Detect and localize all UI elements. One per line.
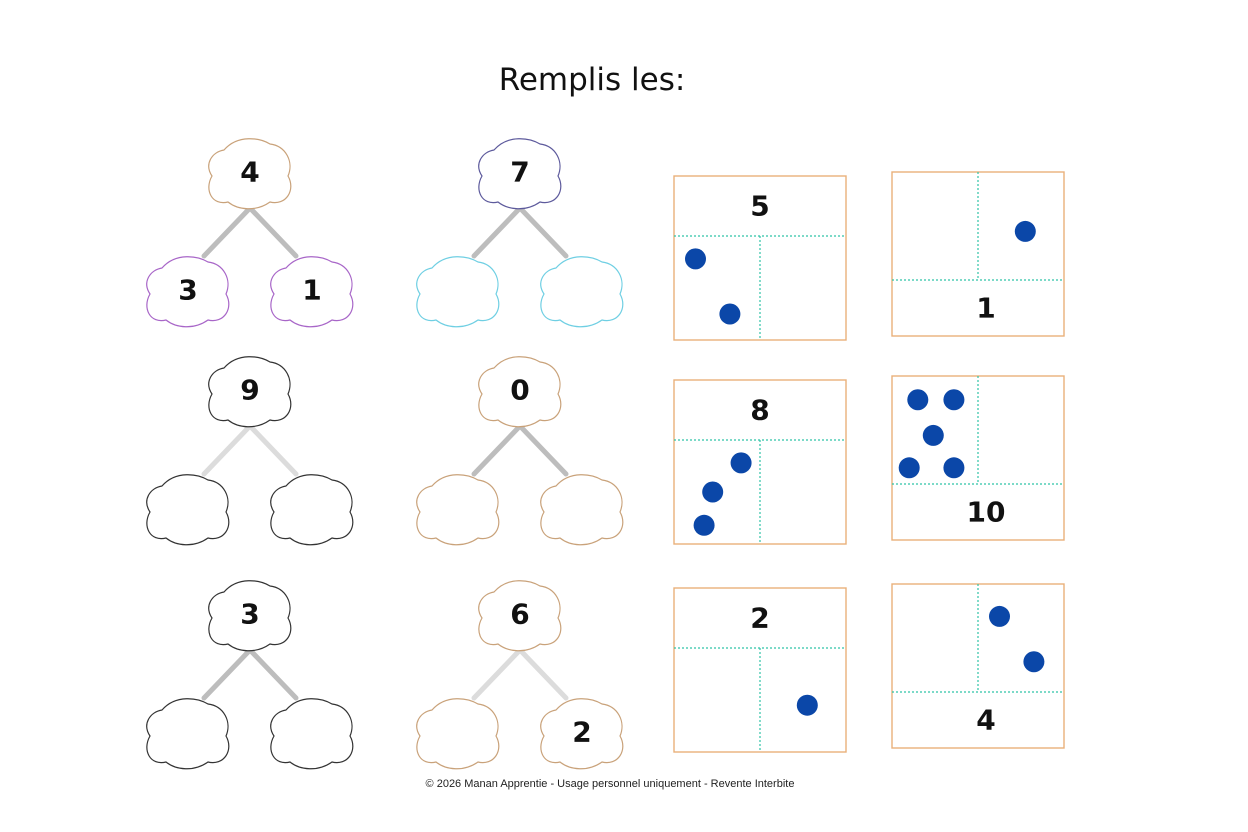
blob-outline xyxy=(208,580,292,652)
bond-left-part[interactable] xyxy=(146,698,230,770)
bond-total-value: 0 xyxy=(510,374,529,407)
blob-outline xyxy=(270,256,354,328)
blob-outline xyxy=(270,474,354,546)
part-whole-box-1: 5 xyxy=(673,175,847,341)
blob-outline xyxy=(416,256,500,328)
bond-total-value: 3 xyxy=(240,598,259,631)
counter-dot-right-2 xyxy=(1023,651,1045,673)
bond-right-part-value: 1 xyxy=(302,274,321,307)
counter-dot-right-1 xyxy=(1014,220,1036,242)
bond-left-part[interactable] xyxy=(416,474,500,546)
blob-outline xyxy=(146,256,230,328)
bond-right-part[interactable] xyxy=(270,698,354,770)
counter-dot-left-1 xyxy=(907,389,929,411)
blob-outline xyxy=(540,698,624,770)
part-whole-box-3: 8 xyxy=(673,379,847,545)
box-total: 10 xyxy=(967,496,1006,529)
blob-outline xyxy=(208,356,292,428)
blob-outline xyxy=(416,474,500,546)
bond-branches xyxy=(471,423,569,477)
counter-dot-left-2 xyxy=(719,303,741,325)
bond-branches xyxy=(471,647,569,701)
number-bond-1: 4 3 1 xyxy=(146,138,354,328)
bond-branches xyxy=(201,205,299,259)
bond-left-part[interactable] xyxy=(146,474,230,546)
bond-total[interactable]: 9 xyxy=(208,356,292,428)
box-total: 4 xyxy=(976,704,995,737)
bond-left-part[interactable] xyxy=(416,698,500,770)
bond-right-part[interactable] xyxy=(270,474,354,546)
bond-total[interactable]: 6 xyxy=(478,580,562,652)
blob-outline xyxy=(270,698,354,770)
bond-total-value: 6 xyxy=(510,598,529,631)
bond-total-value: 9 xyxy=(240,374,259,407)
box-total: 2 xyxy=(750,602,769,635)
blob-outline xyxy=(416,698,500,770)
bond-right-part[interactable]: 1 xyxy=(270,256,354,328)
part-whole-box-2: 1 xyxy=(891,171,1065,337)
counter-dot-left-1 xyxy=(730,452,752,474)
counter-dot-left-1 xyxy=(685,248,706,270)
counter-dot-left-5 xyxy=(943,457,965,479)
number-bond-5: 3 xyxy=(146,580,354,770)
bond-right-part[interactable] xyxy=(540,256,624,328)
blob-outline xyxy=(540,256,624,328)
page-title: Remplis les: xyxy=(498,62,686,98)
blob-outline xyxy=(478,138,562,210)
bond-branches xyxy=(201,647,299,701)
bond-left-part[interactable]: 3 xyxy=(146,256,230,328)
counter-dot-right-1 xyxy=(989,605,1010,627)
copyright-footer: © 2026 Manan Apprentie - Usage personnel… xyxy=(425,778,795,790)
blob-outline xyxy=(478,580,562,652)
part-whole-box-5: 2 xyxy=(673,587,847,753)
blob-outline xyxy=(146,474,230,546)
number-bond-2: 7 xyxy=(416,138,624,328)
bond-total-value: 4 xyxy=(240,156,259,189)
counter-dot-left-3 xyxy=(922,424,944,446)
bond-right-part-value: 2 xyxy=(572,716,591,749)
bond-left-part-value: 3 xyxy=(178,274,197,307)
blob-outline xyxy=(540,474,624,546)
part-whole-box-4: 10 xyxy=(891,375,1065,541)
counter-dot-right-1 xyxy=(796,694,818,716)
bond-total-value: 7 xyxy=(510,156,529,189)
bond-branches xyxy=(201,423,299,477)
counter-dot-left-3 xyxy=(693,514,715,536)
bond-left-part[interactable] xyxy=(416,256,500,328)
box-total: 8 xyxy=(750,394,769,427)
blob-outline xyxy=(146,698,230,770)
bond-right-part[interactable]: 2 xyxy=(540,698,624,770)
bond-total[interactable]: 7 xyxy=(478,138,562,210)
number-bond-3: 9 xyxy=(146,356,354,546)
bond-total[interactable]: 0 xyxy=(478,356,562,428)
counter-dot-left-2 xyxy=(702,481,724,503)
bond-total[interactable]: 4 xyxy=(208,138,292,210)
part-whole-box-6: 4 xyxy=(891,583,1065,749)
bond-branches xyxy=(471,205,569,259)
blob-outline xyxy=(208,138,292,210)
box-total: 5 xyxy=(750,190,769,223)
box-total: 1 xyxy=(976,292,995,325)
counter-dot-left-2 xyxy=(943,389,965,411)
number-bond-4: 0 xyxy=(416,356,624,546)
number-bond-6: 62 xyxy=(416,580,624,770)
bond-total[interactable]: 3 xyxy=(208,580,292,652)
bond-right-part[interactable] xyxy=(540,474,624,546)
blob-outline xyxy=(478,356,562,428)
counter-dot-left-4 xyxy=(898,457,920,479)
